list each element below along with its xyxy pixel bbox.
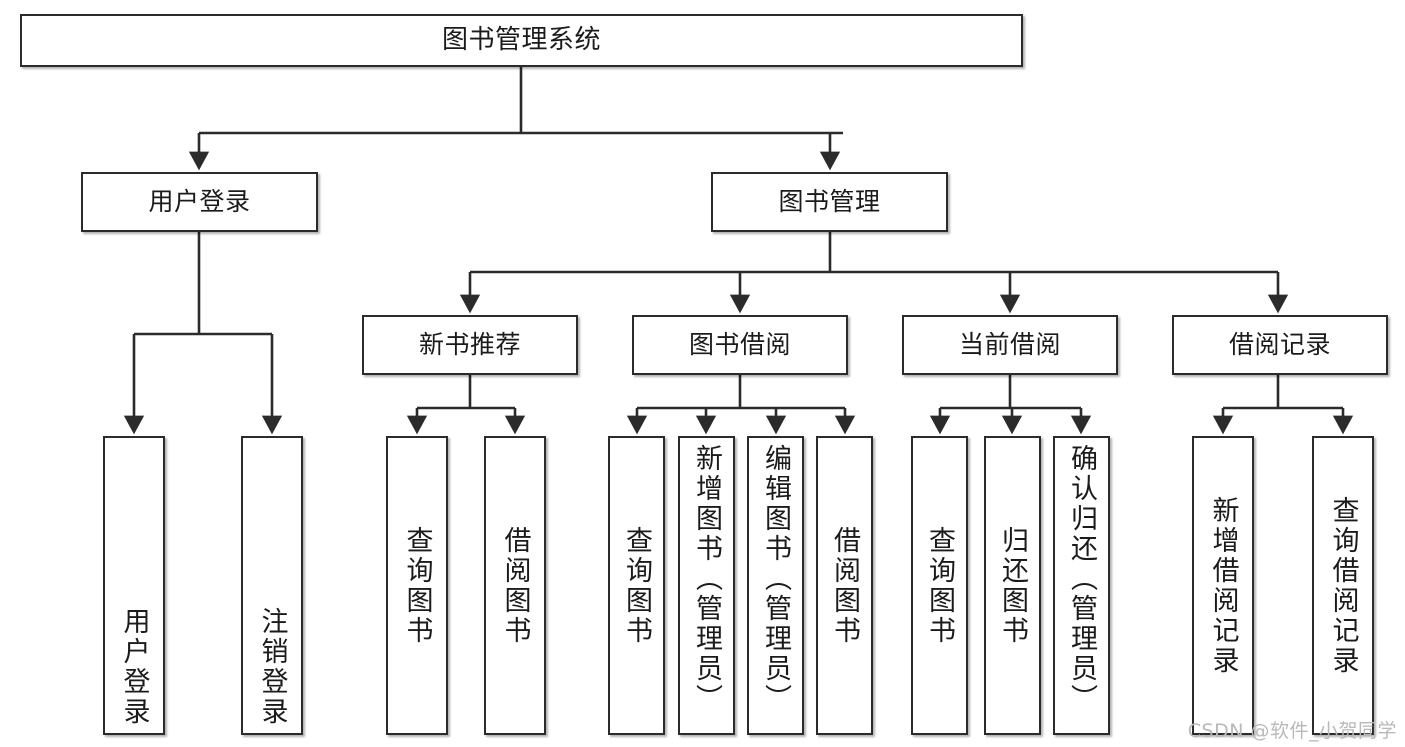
node-user-login[interactable]: 用户登录 bbox=[81, 172, 318, 232]
node-leaf-return-book-label: 归还图书 bbox=[997, 525, 1028, 646]
node-leaf-borrow-book-2-label: 借阅图书 bbox=[829, 525, 860, 646]
node-leaf-user-login[interactable]: 用户登录 bbox=[103, 436, 165, 735]
node-leaf-borrow-book-1[interactable]: 借阅图书 bbox=[484, 436, 546, 735]
node-root[interactable]: 图书管理系统 bbox=[20, 14, 1023, 67]
node-current-borrow-label: 当前借阅 bbox=[958, 330, 1061, 360]
node-leaf-query-borrow-record-label: 查询借阅记录 bbox=[1327, 495, 1359, 676]
node-leaf-borrow-book-2[interactable]: 借阅图书 bbox=[816, 436, 873, 735]
node-leaf-add-borrow-record[interactable]: 新增借阅记录 bbox=[1192, 436, 1254, 735]
node-new-book-rec-label: 新书推荐 bbox=[418, 330, 521, 360]
node-borrow-record[interactable]: 借阅记录 bbox=[1172, 315, 1388, 375]
node-book-manage-label: 图书管理 bbox=[778, 187, 881, 217]
node-leaf-add-book[interactable]: 新增图书（管理员） bbox=[678, 436, 735, 735]
node-leaf-query-borrow-record[interactable]: 查询借阅记录 bbox=[1312, 436, 1374, 735]
node-leaf-user-logout[interactable]: 注销登录 bbox=[241, 436, 303, 735]
node-leaf-query-book-1[interactable]: 查询图书 bbox=[386, 436, 448, 735]
node-book-manage[interactable]: 图书管理 bbox=[711, 172, 948, 232]
node-leaf-query-book-2[interactable]: 查询图书 bbox=[608, 436, 665, 735]
node-leaf-add-borrow-record-label: 新增借阅记录 bbox=[1207, 495, 1239, 676]
node-user-login-label: 用户登录 bbox=[148, 187, 251, 217]
node-leaf-return-book[interactable]: 归还图书 bbox=[984, 436, 1041, 735]
node-leaf-confirm-return[interactable]: 确认归还（管理员） bbox=[1053, 436, 1110, 735]
node-borrow-record-label: 借阅记录 bbox=[1228, 330, 1331, 360]
node-root-label: 图书管理系统 bbox=[441, 25, 601, 56]
node-leaf-user-login-label: 用户登录 bbox=[118, 607, 150, 727]
csdn-watermark: CSDN @软件_小贺同学 bbox=[1187, 720, 1397, 742]
node-book-borrow[interactable]: 图书借阅 bbox=[632, 315, 848, 375]
node-leaf-edit-book[interactable]: 编辑图书（管理员） bbox=[747, 436, 804, 735]
node-leaf-user-logout-label: 注销登录 bbox=[256, 607, 288, 727]
node-leaf-confirm-return-label: 确认归还（管理员） bbox=[1066, 444, 1097, 714]
node-leaf-edit-book-label: 编辑图书（管理员） bbox=[760, 444, 791, 714]
node-leaf-query-book-3[interactable]: 查询图书 bbox=[911, 436, 968, 735]
node-leaf-query-book-2-label: 查询图书 bbox=[621, 525, 652, 646]
node-new-book-rec[interactable]: 新书推荐 bbox=[362, 315, 578, 375]
node-current-borrow[interactable]: 当前借阅 bbox=[902, 315, 1118, 375]
node-book-borrow-label: 图书借阅 bbox=[688, 330, 791, 360]
node-leaf-borrow-book-1-label: 借阅图书 bbox=[499, 525, 531, 646]
node-leaf-query-book-1-label: 查询图书 bbox=[401, 525, 433, 646]
node-leaf-query-book-3-label: 查询图书 bbox=[924, 525, 955, 646]
node-leaf-add-book-label: 新增图书（管理员） bbox=[691, 444, 722, 714]
